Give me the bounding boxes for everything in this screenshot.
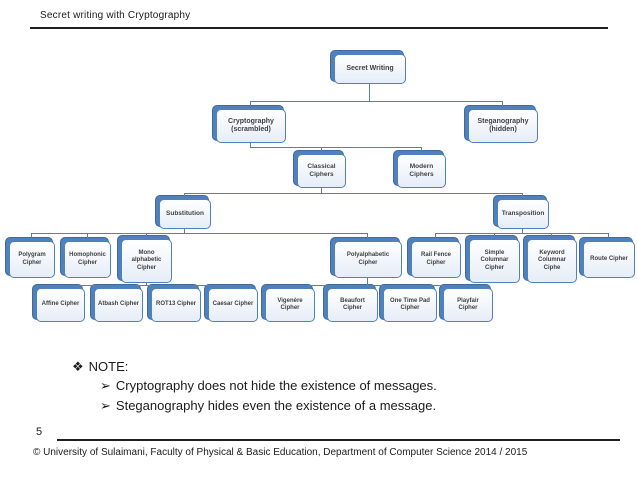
node-label: Cryptography (scrambled): [216, 109, 286, 143]
connector: [31, 233, 33, 241]
arrow-bullet-icon: ➢: [100, 378, 111, 393]
node-label: Secret Writing: [334, 54, 406, 84]
node-label: ROT13 Cipher: [151, 288, 201, 322]
arrow-bullet-icon: ➢: [100, 398, 111, 413]
connector: [250, 143, 252, 148]
node-label: Transposition: [497, 199, 549, 229]
node-simple-columnar-cipher: Simple Columnar Cipher: [465, 235, 520, 283]
node-keyword-columnar-cipher: Keyword Columnar Ciphe: [523, 235, 577, 283]
connector: [146, 283, 148, 286]
node-substitution: Substitution: [155, 195, 211, 229]
node-label: Caesar Cipher: [208, 288, 258, 322]
connector: [175, 285, 177, 288]
node-label: Homophonic Cipher: [64, 241, 111, 278]
node-rail-fence-cipher: Rail Fence Cipher: [407, 237, 461, 278]
node-steganography: Steganography (hidden): [464, 105, 538, 143]
connector: [289, 285, 291, 288]
node-label: Keyword Columnar Ciphe: [527, 239, 577, 283]
node-label: Route Cipher: [583, 241, 635, 278]
node-cryptography: Cryptography (scrambled): [212, 105, 286, 143]
connector: [118, 285, 120, 288]
note-heading: ❖ NOTE:: [72, 359, 128, 375]
connector: [184, 193, 186, 199]
node-label: Playfair Cipher: [443, 288, 493, 322]
node-label: Modern Ciphers: [397, 154, 446, 188]
connector: [146, 233, 148, 239]
connector: [502, 101, 504, 109]
connector: [60, 285, 62, 288]
connector: [467, 285, 469, 288]
connector: [32, 233, 368, 235]
connector: [522, 229, 524, 234]
connector: [352, 285, 354, 288]
node-mono-alphabetic-cipher: Mono alphabetic Cipher: [117, 235, 172, 283]
connector: [60, 285, 233, 287]
footer-divider: [57, 439, 620, 441]
note-item-text: Cryptography does not hide the existence…: [115, 378, 437, 393]
connector: [522, 193, 524, 199]
node-affine-cipher: Affine Cipher: [32, 284, 85, 322]
node-route-cipher: Route Cipher: [579, 237, 635, 278]
connector: [321, 188, 323, 193]
connector: [367, 233, 369, 241]
node-modern-ciphers: Modern Ciphers: [393, 150, 446, 188]
node-label: One Time Pad Cipher: [383, 288, 437, 322]
connector: [551, 233, 553, 239]
note-item-text: Steganography hides even the existence o…: [115, 398, 437, 413]
footer-copyright: © University of Sulaimani, Faculty of Ph…: [33, 447, 528, 458]
connector: [608, 233, 610, 241]
connector: [185, 193, 523, 195]
node-label: Rail Fence Cipher: [411, 241, 461, 278]
diamond-bullet-icon: ❖: [72, 359, 84, 374]
connector: [321, 147, 323, 154]
node-label: Polyalphabetic Cipher: [334, 241, 402, 278]
node-transposition: Transposition: [493, 195, 549, 229]
connector: [87, 233, 89, 241]
note-item: ➢ Cryptography does not hide the existenc…: [100, 378, 437, 394]
slide-title: Secret writing with Cryptography: [40, 10, 191, 21]
title-divider: [30, 27, 608, 29]
node-label: Vigenère Cipher: [265, 288, 315, 322]
note-heading-text: NOTE:: [88, 359, 129, 374]
node-label: Substitution: [159, 199, 211, 229]
node-label: Classical Ciphers: [297, 154, 346, 188]
connector: [436, 233, 609, 235]
node-polygram-cipher: Polygram Cipher: [5, 237, 55, 278]
node-vigenere-cipher: Vigenère Cipher: [261, 284, 315, 322]
connector: [369, 84, 371, 101]
connector: [184, 229, 186, 234]
connector: [367, 278, 369, 286]
node-label: Steganography (hidden): [468, 109, 538, 143]
node-polyalphabetic-cipher: Polyalphabetic Cipher: [330, 237, 402, 278]
node-label: Affine Cipher: [36, 288, 85, 322]
node-beaufort-cipher: Beaufort Cipher: [323, 284, 378, 322]
node-one-time-pad-cipher: One Time Pad Cipher: [379, 284, 437, 322]
node-homophonic-cipher: Homophonic Cipher: [60, 237, 111, 278]
note-item: ➢ Steganography hides even the existence …: [100, 398, 436, 414]
connector: [435, 233, 437, 241]
node-rot13-cipher: ROT13 Cipher: [147, 284, 201, 322]
connector: [251, 101, 503, 103]
connector: [250, 147, 422, 149]
node-label: Mono alphabetic Cipher: [121, 239, 172, 283]
node-label: Simple Columnar Cipher: [469, 239, 520, 283]
connector: [421, 147, 423, 154]
node-label: Atbash Cipher: [94, 288, 143, 322]
node-caesar-cipher: Caesar Cipher: [204, 284, 258, 322]
connector: [250, 101, 252, 109]
node-label: Polygram Cipher: [9, 241, 55, 278]
connector: [494, 233, 496, 239]
node-classical-ciphers: Classical Ciphers: [293, 150, 346, 188]
page-number: 5: [36, 426, 43, 438]
connector: [409, 285, 411, 288]
connector: [290, 285, 468, 287]
node-atbash-cipher: Atbash Cipher: [90, 284, 143, 322]
node-secret-writing: Secret Writing: [330, 50, 406, 84]
connector: [232, 285, 234, 288]
node-playfair-cipher: Playfair Cipher: [439, 284, 493, 322]
node-label: Beaufort Cipher: [327, 288, 378, 322]
